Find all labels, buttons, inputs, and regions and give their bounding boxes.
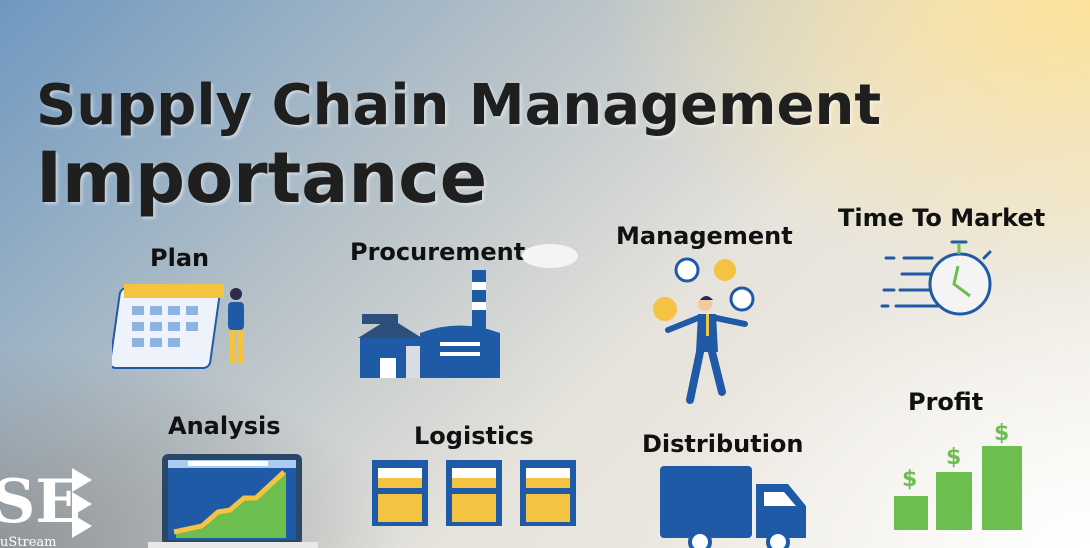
title-line-2: Importance — [36, 137, 488, 219]
delivery-truck-icon — [660, 466, 806, 548]
label-logistics: Logistics — [414, 422, 534, 450]
label-plan: Plan — [150, 244, 210, 272]
title-line-1: Supply Chain Management — [36, 73, 882, 138]
svg-text:SE: SE — [0, 467, 81, 537]
svg-text:uStream: uStream — [0, 535, 57, 548]
calendar-person-icon — [112, 284, 244, 369]
svg-text:$: $ — [946, 445, 961, 470]
label-management: Management — [616, 222, 793, 250]
stopwatch-icon — [880, 240, 992, 316]
label-profit: Profit — [908, 388, 984, 416]
juggling-businessman-icon — [653, 257, 755, 404]
label-distribution: Distribution — [642, 430, 804, 458]
svg-text:$: $ — [902, 467, 917, 492]
dollar-bar-chart-icon: $ $ $ — [894, 421, 1022, 530]
company-logo: SE uStream — [0, 467, 92, 548]
label-procurement: Procurement — [350, 238, 526, 266]
factory-icon — [358, 244, 578, 378]
label-analysis: Analysis — [168, 412, 281, 440]
svg-text:$: $ — [994, 421, 1009, 446]
warehouse-doors-icon — [372, 460, 576, 526]
laptop-growth-chart-icon — [148, 454, 318, 548]
label-time-to-market: Time To Market — [838, 204, 1046, 232]
